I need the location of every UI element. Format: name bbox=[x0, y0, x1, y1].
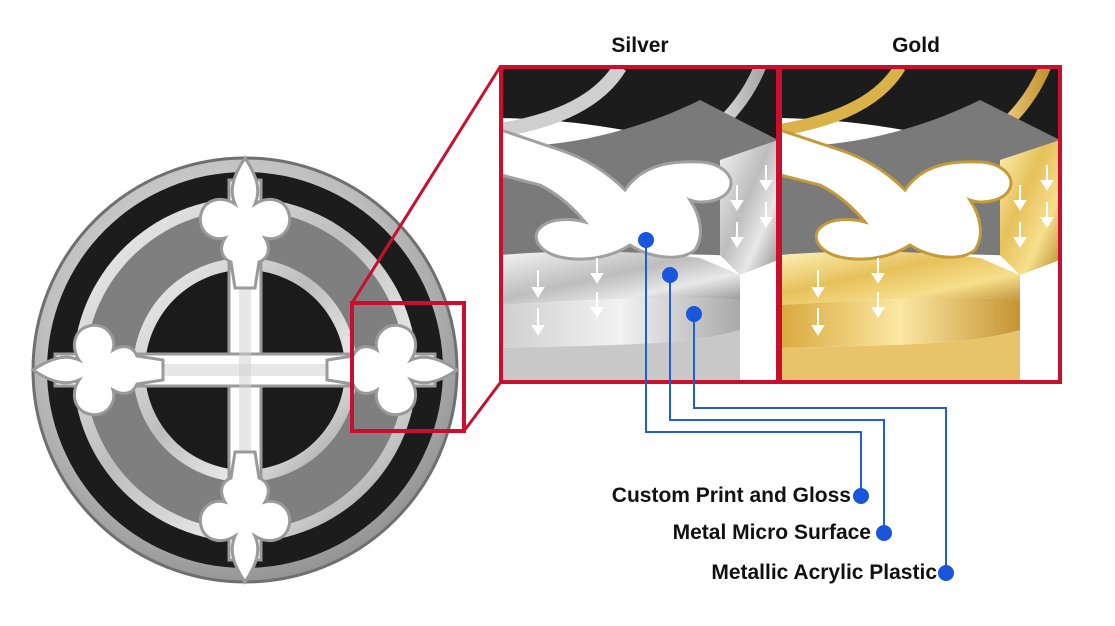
down-arrow-icon bbox=[811, 270, 825, 298]
down-arrow-icon bbox=[590, 292, 604, 318]
down-arrow-icon bbox=[730, 185, 744, 211]
down-arrow-icon bbox=[1013, 185, 1027, 211]
silver-panel-title: Silver bbox=[611, 34, 669, 57]
layer-label-acrylic-plastic: Metallic Acrylic Plastic bbox=[711, 561, 937, 584]
layer-marker-dot bbox=[638, 232, 654, 248]
down-arrow-icon bbox=[590, 258, 604, 284]
down-arrow-icon bbox=[531, 270, 545, 298]
zoom-line-bottom bbox=[462, 382, 502, 432]
legend-dot bbox=[876, 525, 892, 541]
layer-marker-dot bbox=[686, 306, 702, 322]
layer-marker-dot bbox=[662, 267, 678, 283]
down-arrow-icon bbox=[730, 222, 744, 248]
leader-line-print-gloss bbox=[645, 240, 862, 496]
down-arrow-icon bbox=[759, 165, 773, 191]
down-arrow-icon bbox=[811, 308, 825, 336]
fleur-de-lis-cross-emblem bbox=[31, 156, 459, 584]
legend-dot bbox=[938, 565, 954, 581]
down-arrow-icon bbox=[1040, 165, 1054, 191]
down-arrow-icon bbox=[1040, 202, 1054, 228]
leader-line-acrylic-plastic bbox=[693, 314, 947, 573]
zoom-source-box bbox=[350, 301, 466, 433]
layer-label-print-gloss: Custom Print and Gloss bbox=[611, 484, 851, 507]
down-arrow-icon bbox=[871, 292, 885, 318]
down-arrow-icon bbox=[531, 308, 545, 336]
down-arrow-icon bbox=[871, 258, 885, 284]
silver-closeup-panel bbox=[499, 65, 780, 384]
zoom-callout bbox=[350, 66, 502, 433]
gold-panel-frame bbox=[778, 65, 1062, 384]
legend-dot bbox=[853, 488, 869, 504]
zoom-line-top bbox=[350, 66, 502, 304]
leader-line-metal-surface bbox=[669, 275, 885, 533]
down-arrow-icon bbox=[1013, 222, 1027, 248]
down-arrow-icon bbox=[759, 202, 773, 228]
gold-panel-title: Gold bbox=[892, 34, 940, 57]
layer-label-metal-surface: Metal Micro Surface bbox=[672, 521, 871, 544]
gold-closeup-panel bbox=[778, 65, 1062, 384]
